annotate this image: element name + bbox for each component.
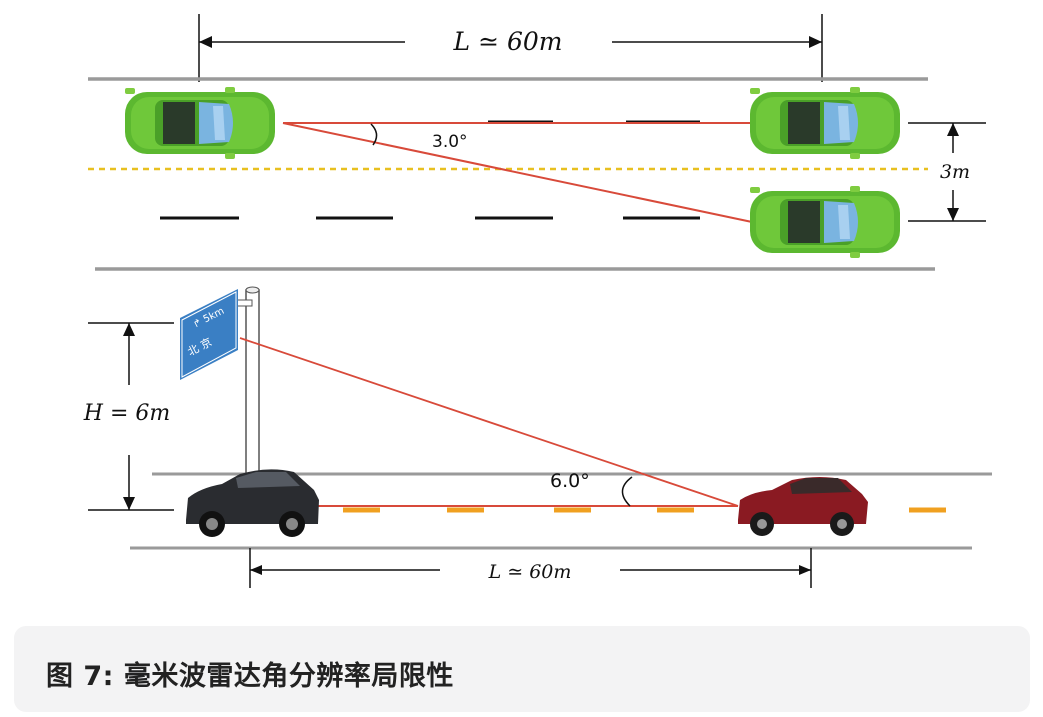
caption-box: 图 7: 毫米波雷达角分辨率局限性 [14,626,1030,712]
bottom-angle-label: 6.0° [550,470,590,492]
ego-car-top [125,87,275,159]
target-car-bottom [738,477,868,536]
top-distance-label: L ≃ 60m [453,27,563,56]
target-car-upper [750,87,900,159]
radar-diagram: L ≃ 60m 3.0° 3m [83,14,992,588]
figure-caption: 图 7: 毫米波雷达角分辨率局限性 [46,661,454,692]
top-diagram: L ≃ 60m 3.0° 3m [88,14,986,271]
road-sign: ↱ 5km 北 京 [180,289,238,380]
height-label: H = 6m [83,401,170,426]
bottom-distance-label: L ≃ 60m [488,561,572,583]
ego-car-bottom [186,469,319,537]
bottom-diagram: H = 6m ↱ 5km 北 京 6.0° [83,286,992,588]
top-angle-label: 3.0° [432,132,468,152]
lane-gap-label: 3m [940,161,970,183]
target-car-lower [750,186,900,258]
